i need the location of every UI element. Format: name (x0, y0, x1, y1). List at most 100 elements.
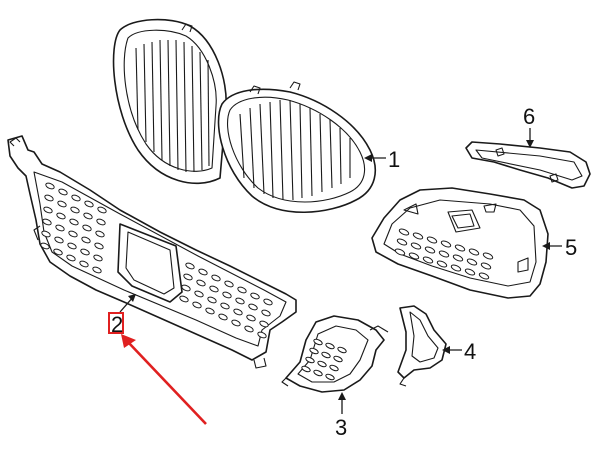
grille-slot (79, 260, 89, 268)
grille-slot (95, 230, 105, 238)
left-kidney-slats (135, 39, 210, 173)
grille-slot (211, 274, 221, 282)
grille-slot (218, 313, 228, 321)
grille-slot (321, 351, 331, 359)
grille-slot (246, 314, 256, 322)
grille-slot (56, 212, 66, 220)
callout-number-2: 2 (111, 312, 124, 337)
grille-slot (398, 228, 410, 236)
grille-slot (54, 236, 64, 244)
intake-5-slots (394, 228, 494, 280)
grille-slot (224, 280, 234, 288)
grille-slot (40, 242, 50, 250)
red-arrow-shaft (127, 341, 207, 425)
grille-slot (412, 232, 424, 240)
grille-slot (84, 200, 94, 208)
grille-slot (45, 182, 55, 190)
grille-slot (466, 258, 478, 266)
grille-slot (207, 296, 217, 304)
grille-slot (209, 285, 219, 293)
grille-slot (478, 272, 490, 280)
grille-slot (93, 254, 103, 262)
grille-slot (248, 303, 258, 311)
grille-slot (468, 248, 480, 256)
grille-slot (337, 346, 347, 354)
red-arrow-head (121, 334, 136, 348)
grille-slot (424, 246, 436, 254)
right-kidney-slats (239, 99, 351, 201)
grille-slot (222, 291, 232, 299)
trim-strip-part-6 (465, 141, 591, 189)
grille-slot (70, 206, 80, 214)
grille-slot (257, 331, 267, 339)
grille-slot (82, 224, 92, 232)
grille-slot (81, 236, 91, 244)
grille-slot (408, 252, 420, 260)
grille-slot (313, 338, 323, 346)
grille-slot (394, 248, 406, 256)
grille-slot (185, 262, 195, 270)
grille-slot (482, 252, 494, 260)
grille-slot (313, 369, 323, 377)
grille-slot (181, 284, 191, 292)
grille-slot (69, 218, 79, 226)
grille-slot (250, 292, 260, 300)
side-trim-part-3 (281, 315, 389, 393)
grille-slot (263, 298, 273, 306)
left-mesh-slots (40, 182, 107, 274)
grille-slot (436, 260, 448, 268)
grille-slot (244, 325, 254, 333)
grille-slot (179, 295, 189, 303)
grille-slot (198, 268, 208, 276)
callout-number-3: 3 (335, 415, 348, 440)
grille-slot (452, 254, 464, 262)
grille-slot (231, 319, 241, 327)
grille-slot (192, 301, 202, 309)
grille-slot (396, 238, 408, 246)
grille-slot (68, 230, 78, 238)
grille-slot (325, 373, 335, 381)
callout-number-1: 1 (388, 147, 401, 172)
grille-slot (96, 218, 106, 226)
right-mesh-slots (179, 262, 273, 339)
intake-trim-part-5 (371, 187, 549, 299)
grille-slot (450, 264, 462, 272)
grille-slot (410, 242, 422, 250)
grille-slot (220, 302, 230, 310)
grille-slot (66, 254, 76, 262)
bracket-part-4 (397, 305, 447, 387)
grille-slot (309, 347, 319, 355)
grille-slot (259, 320, 269, 328)
grille-slot (237, 286, 247, 294)
grille-slot (44, 194, 54, 202)
grille-slot (80, 248, 90, 256)
grille-slot (233, 308, 243, 316)
grille-slot (94, 242, 104, 250)
grille-slot (426, 236, 438, 244)
grille-slot (58, 188, 68, 196)
grille-slot (42, 218, 52, 226)
callout-number-6: 6 (523, 104, 536, 129)
red-annotation-arrow (121, 334, 207, 425)
grille-slot (301, 365, 311, 373)
grille-slot (71, 194, 81, 202)
grille-slot (438, 250, 450, 258)
grille-slot (317, 360, 327, 368)
grille-slot (464, 268, 476, 276)
grille-slot (305, 356, 315, 364)
lower-grille-part-2 (7, 135, 297, 369)
grille-slot (183, 273, 193, 281)
callout-number-5: 5 (565, 235, 578, 260)
grille-slot (41, 230, 51, 238)
grille-slot (480, 262, 492, 270)
grille-slot (205, 307, 215, 315)
callout-2-highlight-box (108, 312, 124, 334)
grille-slot (83, 212, 93, 220)
grille-slot (43, 206, 53, 214)
grille-slot (196, 279, 206, 287)
grille-slot (194, 290, 204, 298)
grille-slot (92, 266, 102, 274)
grille-slot (329, 364, 339, 372)
